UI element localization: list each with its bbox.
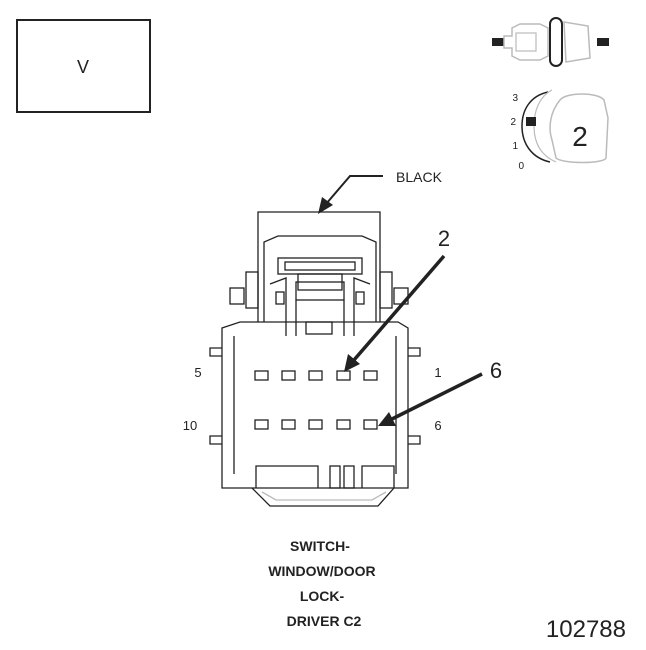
terminal-row-top — [254, 370, 378, 381]
title-line-2: WINDOW/DOOR — [268, 563, 375, 579]
key-position-icon: 3 2 1 0 2 — [510, 89, 609, 172]
connector-body — [209, 211, 421, 507]
key-position-number: 2 — [572, 121, 588, 152]
row-label-top-left: 5 — [194, 365, 201, 380]
cavity-7 — [336, 419, 351, 430]
key-scale-1: 1 — [512, 141, 518, 152]
cavity-1 — [363, 370, 378, 381]
key-scale-2: 2 — [510, 117, 516, 128]
title-line-1: SWITCH- — [290, 538, 350, 554]
cavity-8 — [308, 419, 323, 430]
terminal-row-bottom — [254, 419, 378, 430]
row-label-bottom-left: 10 — [183, 418, 197, 433]
callout-arrow-pin-2 — [344, 254, 446, 372]
key-scale-3: 3 — [512, 93, 518, 104]
row-label-bottom-right: 6 — [434, 418, 441, 433]
cavity-2 — [336, 370, 351, 381]
title-line-4: DRIVER C2 — [287, 613, 362, 629]
color-leader — [318, 175, 383, 214]
row-label-top-right: 1 — [434, 365, 441, 380]
cavity-9 — [281, 419, 296, 430]
cavity-4 — [281, 370, 296, 381]
key-scale-0: 0 — [518, 161, 524, 172]
cavity-3 — [308, 370, 323, 381]
connector-pair-icon — [492, 17, 609, 67]
figure-number: 102788 — [546, 616, 626, 643]
cavity-6 — [363, 419, 378, 430]
title-line-3: LOCK- — [300, 588, 345, 604]
cavity-10 — [254, 419, 269, 430]
view-box — [16, 19, 151, 113]
callout-arrow-pin-6 — [378, 372, 483, 426]
cavity-5 — [254, 370, 269, 381]
callout-label-pin-6: 6 — [490, 358, 502, 383]
view-box-label: V — [77, 57, 89, 77]
callout-label-pin-2: 2 — [438, 226, 450, 251]
color-label: BLACK — [396, 169, 443, 185]
connector-title: SWITCH- WINDOW/DOOR LOCK- DRIVER C2 — [268, 538, 375, 629]
